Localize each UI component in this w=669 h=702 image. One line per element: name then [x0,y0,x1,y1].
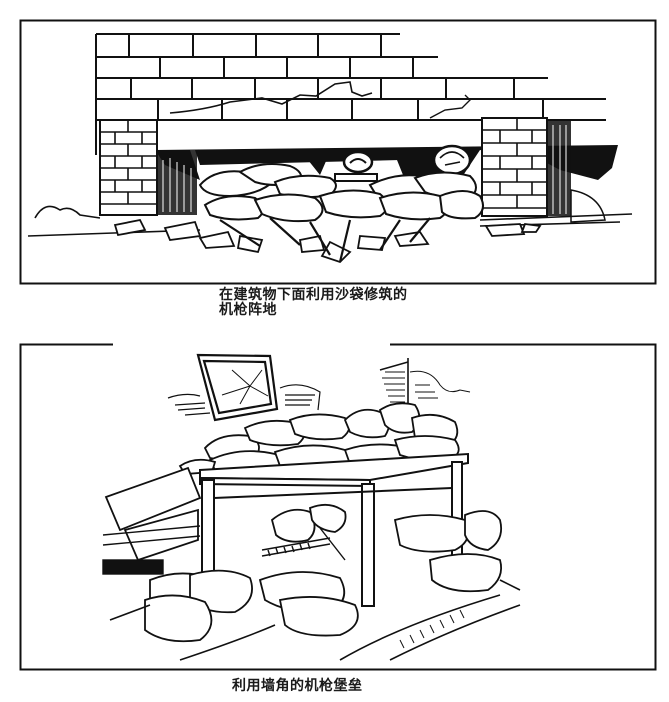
caption-line-2: 机枪阵地 [219,302,277,318]
illustration-building-sandbag-gun-position [19,19,657,285]
figure-2: 利用墙角的机枪堡垒 [0,330,669,702]
caption-line-1: 在建筑物下面利用沙袋修筑的 [219,287,408,303]
figure-1-caption: 在建筑物下面利用沙袋修筑的 机枪阵地 [219,288,408,318]
figure-2-caption: 利用墙角的机枪堡垒 [232,679,363,694]
figure-1: 在建筑物下面利用沙袋修筑的 机枪阵地 [0,0,669,330]
illustration-wall-corner-gun-bunker [19,343,657,671]
caption-line-1: 利用墙角的机枪堡垒 [232,678,363,694]
